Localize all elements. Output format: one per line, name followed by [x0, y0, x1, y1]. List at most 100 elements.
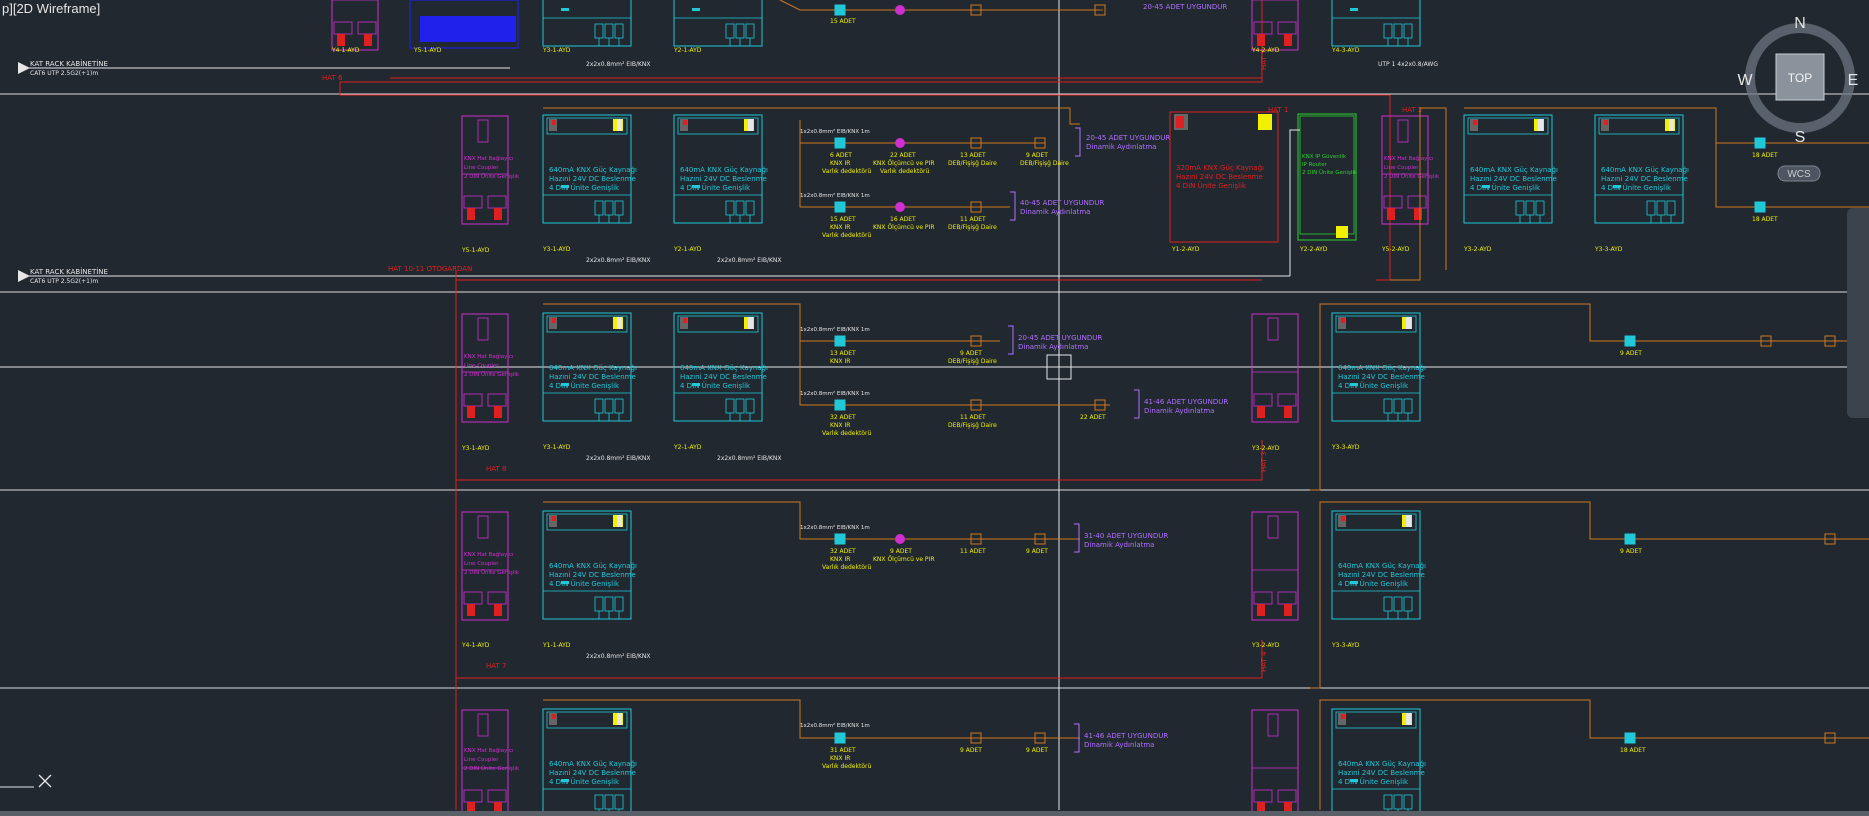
r2-d-ger: DEB/Fişişğ Daire: [948, 422, 997, 429]
lbl-y3-1b: Y3-1-AYD: [542, 246, 571, 253]
r4-small1: 1x2x0.8mm² EIB/KNX 1m: [800, 722, 870, 729]
viewport-label[interactable]: p][2D Wireframe]: [0, 0, 103, 17]
r1-bus1: 2x2x0.8mm² EIB/KNX: [586, 257, 651, 264]
r1-f-cnt: 16 ADET: [890, 216, 916, 223]
r1-coupler-text: KNX Hat Bağlayıcı: [464, 155, 514, 162]
r3-d-cnt: 9 ADET: [1026, 548, 1048, 555]
viewcube-north[interactable]: N: [1794, 15, 1806, 32]
lbl-y3-3: Y3-3-AYD: [1594, 246, 1623, 253]
r2-psu2-text2: Hazıni 24V DC Beslenme: [680, 373, 767, 381]
hat7-label: HAT 7: [486, 662, 506, 670]
r1-b-mult: KNX Ölçümcü ve PIR: [873, 160, 935, 167]
r3-coupler2: Line Coupler: [464, 561, 499, 567]
r3-psu2-text1: 640mA KNX Güç Kaynağı: [1338, 562, 1426, 570]
viewcube-top-face[interactable]: [1775, 53, 1825, 101]
r4-psu2-text2: Hazıni 24V DC Beslenme: [1338, 769, 1425, 777]
r4-a-var: Varlık dedektörü: [822, 763, 871, 770]
r4-a-ir: KNX IR: [830, 755, 850, 762]
r1-r-coupler1: KNX Hat Bağlayıcı: [1384, 155, 1434, 162]
r3-r-cnt: 9 ADET: [1620, 548, 1642, 555]
r2-bus1: 2x2x0.8mm² EIB/KNX: [586, 455, 651, 462]
r3-psu2-text3: 4 DIN Ünite Genişlik: [1338, 579, 1409, 588]
ucs-close-icon[interactable]: [38, 774, 52, 788]
r3-coupler3: 2 DIN Ünite Genişlik: [464, 569, 520, 576]
crosshair-pickbox: [1046, 354, 1072, 380]
r4-psu1-text3: 4 DIN Ünite Genişlik: [549, 777, 620, 786]
r1-g-cnt: 11 ADET: [960, 216, 986, 223]
r4-group1: 41-46 ADET UYGUNDUR: [1084, 732, 1168, 740]
viewcube-west[interactable]: W: [1737, 72, 1753, 89]
hat-r3-label: HAT 3: [1260, 452, 1268, 472]
r3-group1: 31-40 ADET UYGUNDUR: [1084, 532, 1168, 540]
hat-r4-label: HAT 4: [1260, 651, 1268, 672]
r2-group2: 41-46 ADET UYGUNDUR: [1144, 398, 1228, 406]
rack-sub-2: CAT6 UTP 2.5G2(+1)m: [30, 278, 98, 285]
lbl-y3-2c: Y3-2-AYD: [1251, 642, 1280, 649]
r0-cnt: 15 ADET: [830, 18, 856, 25]
r1-group2: 40-45 ADET UYGUNDUR: [1020, 199, 1104, 207]
r4-b-cnt: 9 ADET: [960, 747, 982, 754]
lbl-y1-1: Y1-1-AYD: [542, 642, 571, 649]
viewcube[interactable]: TOP N S E W WCS: [1737, 15, 1859, 182]
viewcube-face-label: TOP: [1788, 71, 1812, 85]
r1-psu3-text2: Hazıni 24V DC Beslenme: [1470, 175, 1557, 183]
r3-group1b: Dinamik Aydınlatma: [1084, 541, 1154, 549]
lbl-y5-1b: Y5-1-AYD: [461, 247, 490, 254]
r3-b-mult: KNX Ölçümcü ve PIR: [873, 556, 935, 563]
lbl-y2-1b: Y2-1-AYD: [673, 246, 702, 253]
r2-psu1-text2: Hazıni 24V DC Beslenme: [549, 373, 636, 381]
wcs-label: WCS: [1787, 169, 1811, 180]
r4-psu1-text1: 640mA KNX Güç Kaynağı: [549, 760, 637, 768]
wcs-button[interactable]: [1777, 165, 1821, 182]
r1-r-coupler2: Line Coupler: [1384, 165, 1419, 171]
r3-b-cnt: 9 ADET: [890, 548, 912, 555]
r2-small2: 1x2x0.8mm² EIB/KNX 1m: [800, 390, 870, 397]
viewcube-south[interactable]: S: [1795, 129, 1806, 146]
lbl-y4-2: Y4-2-AYD: [1251, 47, 1280, 54]
r1-group1: 20-45 ADET UYGUNDUR: [1086, 134, 1170, 142]
r3-c-cnt: 11 ADET: [960, 548, 986, 555]
r3-coupler1: KNX Hat Bağlayıcı: [464, 551, 514, 558]
r1-a-ir: KNX IR: [830, 160, 850, 167]
r2-small1: 1x2x0.8mm² EIB/KNX 1m: [800, 326, 870, 333]
lbl-y5-2: Y5-2-AYD: [1381, 246, 1410, 253]
r1-b-cnt: 22 ADET: [890, 152, 916, 159]
r1-a-cnt: 6 ADET: [830, 152, 852, 159]
navigation-bar[interactable]: [1847, 208, 1869, 418]
r1-e-cnt: 15 ADET: [830, 216, 856, 223]
r1-psu3-text3: 4 DIN Ünite Genişlik: [1470, 183, 1541, 192]
hat-otogar-label: HAT 10-11 OTOGARDAN: [388, 265, 472, 273]
r1-b-var: Varlık dedektörü: [880, 168, 929, 175]
r4-coupler1: KNX Hat Bağlayıcı: [464, 747, 514, 754]
r2-group1: 20-45 ADET UYGUNDUR: [1018, 334, 1102, 342]
r1-psu1-text1: 640mA KNX Güç Kaynağı: [549, 166, 637, 174]
lbl-y4-3: Y4-3-AYD: [1331, 47, 1360, 54]
r1-f-mult: KNX Ölçümcü ve PIR: [873, 224, 935, 231]
viewcube-east[interactable]: E: [1848, 72, 1859, 89]
r2-d-cnt: 11 ADET: [960, 414, 986, 421]
r3-psu2-text2: Hazıni 24V DC Beslenme: [1338, 571, 1425, 579]
r4-psu2-text1: 640mA KNX Güç Kaynağı: [1338, 760, 1426, 768]
r2-coupler1: KNX Hat Bağlayıcı: [464, 353, 514, 360]
r2-psu2-text1: 640mA KNX Güç Kaynağı: [680, 364, 768, 372]
lbl-y3-1c: Y3-1-AYD: [461, 445, 490, 452]
r3-psu1-text2: Hazıni 24V DC Beslenme: [549, 571, 636, 579]
r1-psu1-text2: Hazıni 24V DC Beslenme: [549, 175, 636, 183]
r2-bus2: 2x2x0.8mm² EIB/KNX: [717, 455, 782, 462]
r1-d-cnt: 9 ADET: [1026, 152, 1048, 159]
lbl-y4-1b: Y4-1-AYD: [461, 642, 490, 649]
r2-e-cnt: 22 ADET: [1080, 414, 1106, 421]
r1-psu1-text3: 4 DIN Ünite Genişlik: [549, 183, 620, 192]
r1-psu2-text3: 4 DIN Ünite Genişlik: [680, 183, 751, 192]
r2-c-var: Varlık dedektörü: [822, 430, 871, 437]
r3-bus1: 2x2x0.8mm² EIB/KNX: [586, 653, 651, 660]
rack-label-2: KAT RACK KABİNETİNE: [30, 267, 108, 276]
command-line-strip: [0, 811, 1869, 816]
r1-r-cnt1: 18 ADET: [1752, 152, 1778, 159]
r1-a-var: Varlık dedektörü: [822, 168, 871, 175]
r2-a-ir: KNX IR: [830, 358, 850, 365]
r1-psu4-text2: Hazıni 24V DC Beslenme: [1601, 175, 1688, 183]
rack-sub-1: CAT6 UTP 2.5G2(+1)m: [30, 70, 98, 77]
r4-coupler3: 2 DIN Ünite Genişlik: [464, 765, 520, 772]
